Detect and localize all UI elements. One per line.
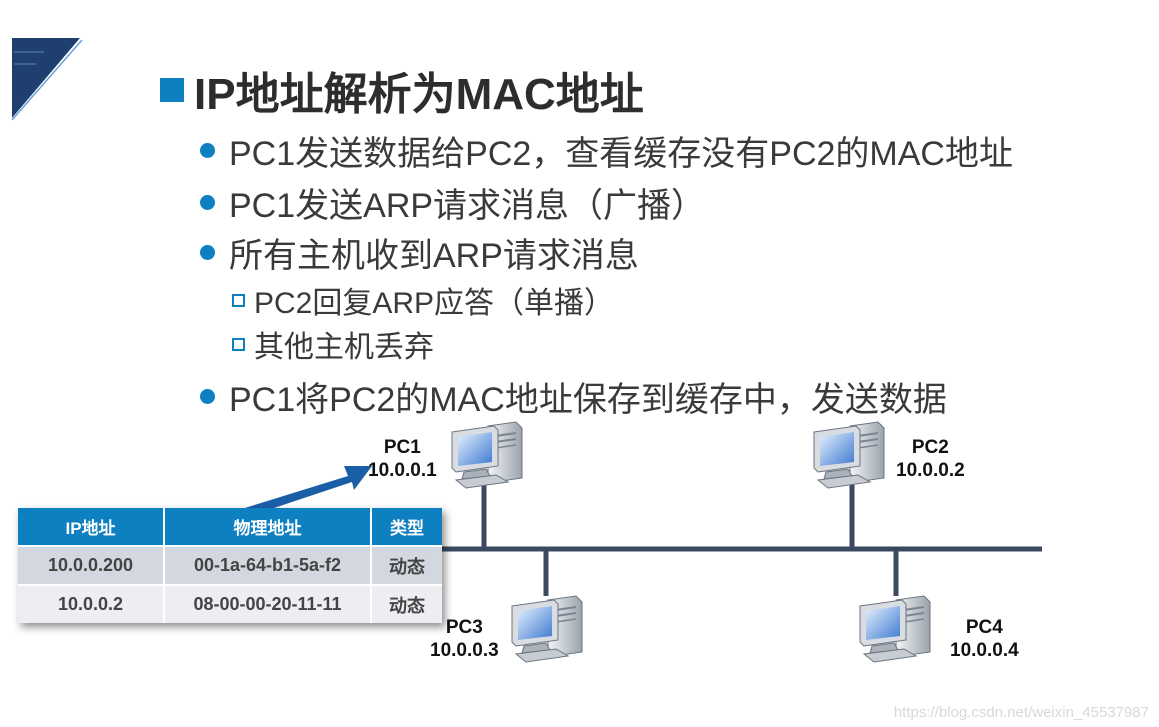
row-1-mac: 00-1a-64-b1-5a-f2 [165,547,372,584]
bullet-dot-icon [200,245,215,260]
pc4-name: PC4 [965,617,1003,638]
sub-bullet-1-text: PC2回复ARP应答（单播） [254,287,615,320]
sub-bullet-1: PC2回复ARP应答（单播） [232,278,614,322]
bullet-4-text: PC1将PC2的MAC地址保存到缓存中，发送数据 [229,381,947,419]
header-ip: IP地址 [18,508,165,545]
row-1-type: 动态 [372,547,442,584]
watermark: https://blog.csdn.net/weixin_45537987 [893,704,1149,721]
sub-bullet-2-text: 其他主机丢弃 [254,331,434,364]
sub-bullet-2: 其他主机丢弃 [232,322,434,366]
row-2-mac: 08-00-00-20-11-11 [165,586,372,623]
bullet-dot-icon [200,389,215,404]
header-type: 类型 [372,508,442,545]
table-header-row: IP地址 物理地址 类型 [18,508,442,545]
pc4-ip: 10.0.0.4 [950,640,1019,661]
cache-arrow-icon [232,466,372,514]
pc2-label: PC2 10.0.0.2 [896,436,965,482]
header-mac: 物理地址 [165,508,372,545]
title-square-icon [160,78,184,102]
corner-decoration [11,38,83,121]
pc3-computer-icon [511,595,583,663]
row-2-ip: 10.0.0.2 [18,586,165,623]
pc1-computer-icon [451,421,523,489]
table-row: 10.0.0.2 08-00-00-20-11-11 动态 [18,584,442,623]
table-row: 10.0.0.200 00-1a-64-b1-5a-f2 动态 [18,545,442,584]
pc3-label: PC3 10.0.0.3 [430,616,499,662]
bullet-dot-icon [200,143,215,158]
bullet-2-text: PC1发送ARP请求消息（广播） [229,187,706,225]
row-1-ip: 10.0.0.200 [18,547,165,584]
arp-cache-table: IP地址 物理地址 类型 10.0.0.200 00-1a-64-b1-5a-f… [18,508,442,623]
pc1-name: PC1 [383,437,421,458]
bullet-dot-icon [200,195,215,210]
bullet-3: 所有主机收到ARP请求消息 [200,228,639,277]
pc2-ip: 10.0.0.2 [896,460,965,481]
pc2-name: PC2 [911,437,949,458]
bullet-1: PC1发送数据给PC2，查看缓存没有PC2的MAC地址 [200,126,1013,175]
pc4-label: PC4 10.0.0.4 [950,616,1019,662]
pc1-ip: 10.0.0.1 [368,460,437,481]
bullet-1-text: PC1发送数据给PC2，查看缓存没有PC2的MAC地址 [229,135,1013,173]
slide-title-text: IP地址解析为MAC地址 [194,70,644,119]
slide-title: IP地址解析为MAC地址 [160,58,644,122]
pc1-label: PC1 10.0.0.1 [368,436,437,482]
bullet-2: PC1发送ARP请求消息（广播） [200,178,705,227]
row-2-type: 动态 [372,586,442,623]
pc3-ip: 10.0.0.3 [430,640,499,661]
sub-bullet-square-icon [232,337,245,351]
pc2-computer-icon [813,421,885,489]
sub-bullet-square-icon [232,293,245,307]
bullet-4: PC1将PC2的MAC地址保存到缓存中，发送数据 [200,372,947,421]
pc3-name: PC3 [445,617,483,638]
pc4-computer-icon [859,595,931,663]
bullet-3-text: 所有主机收到ARP请求消息 [229,237,639,275]
